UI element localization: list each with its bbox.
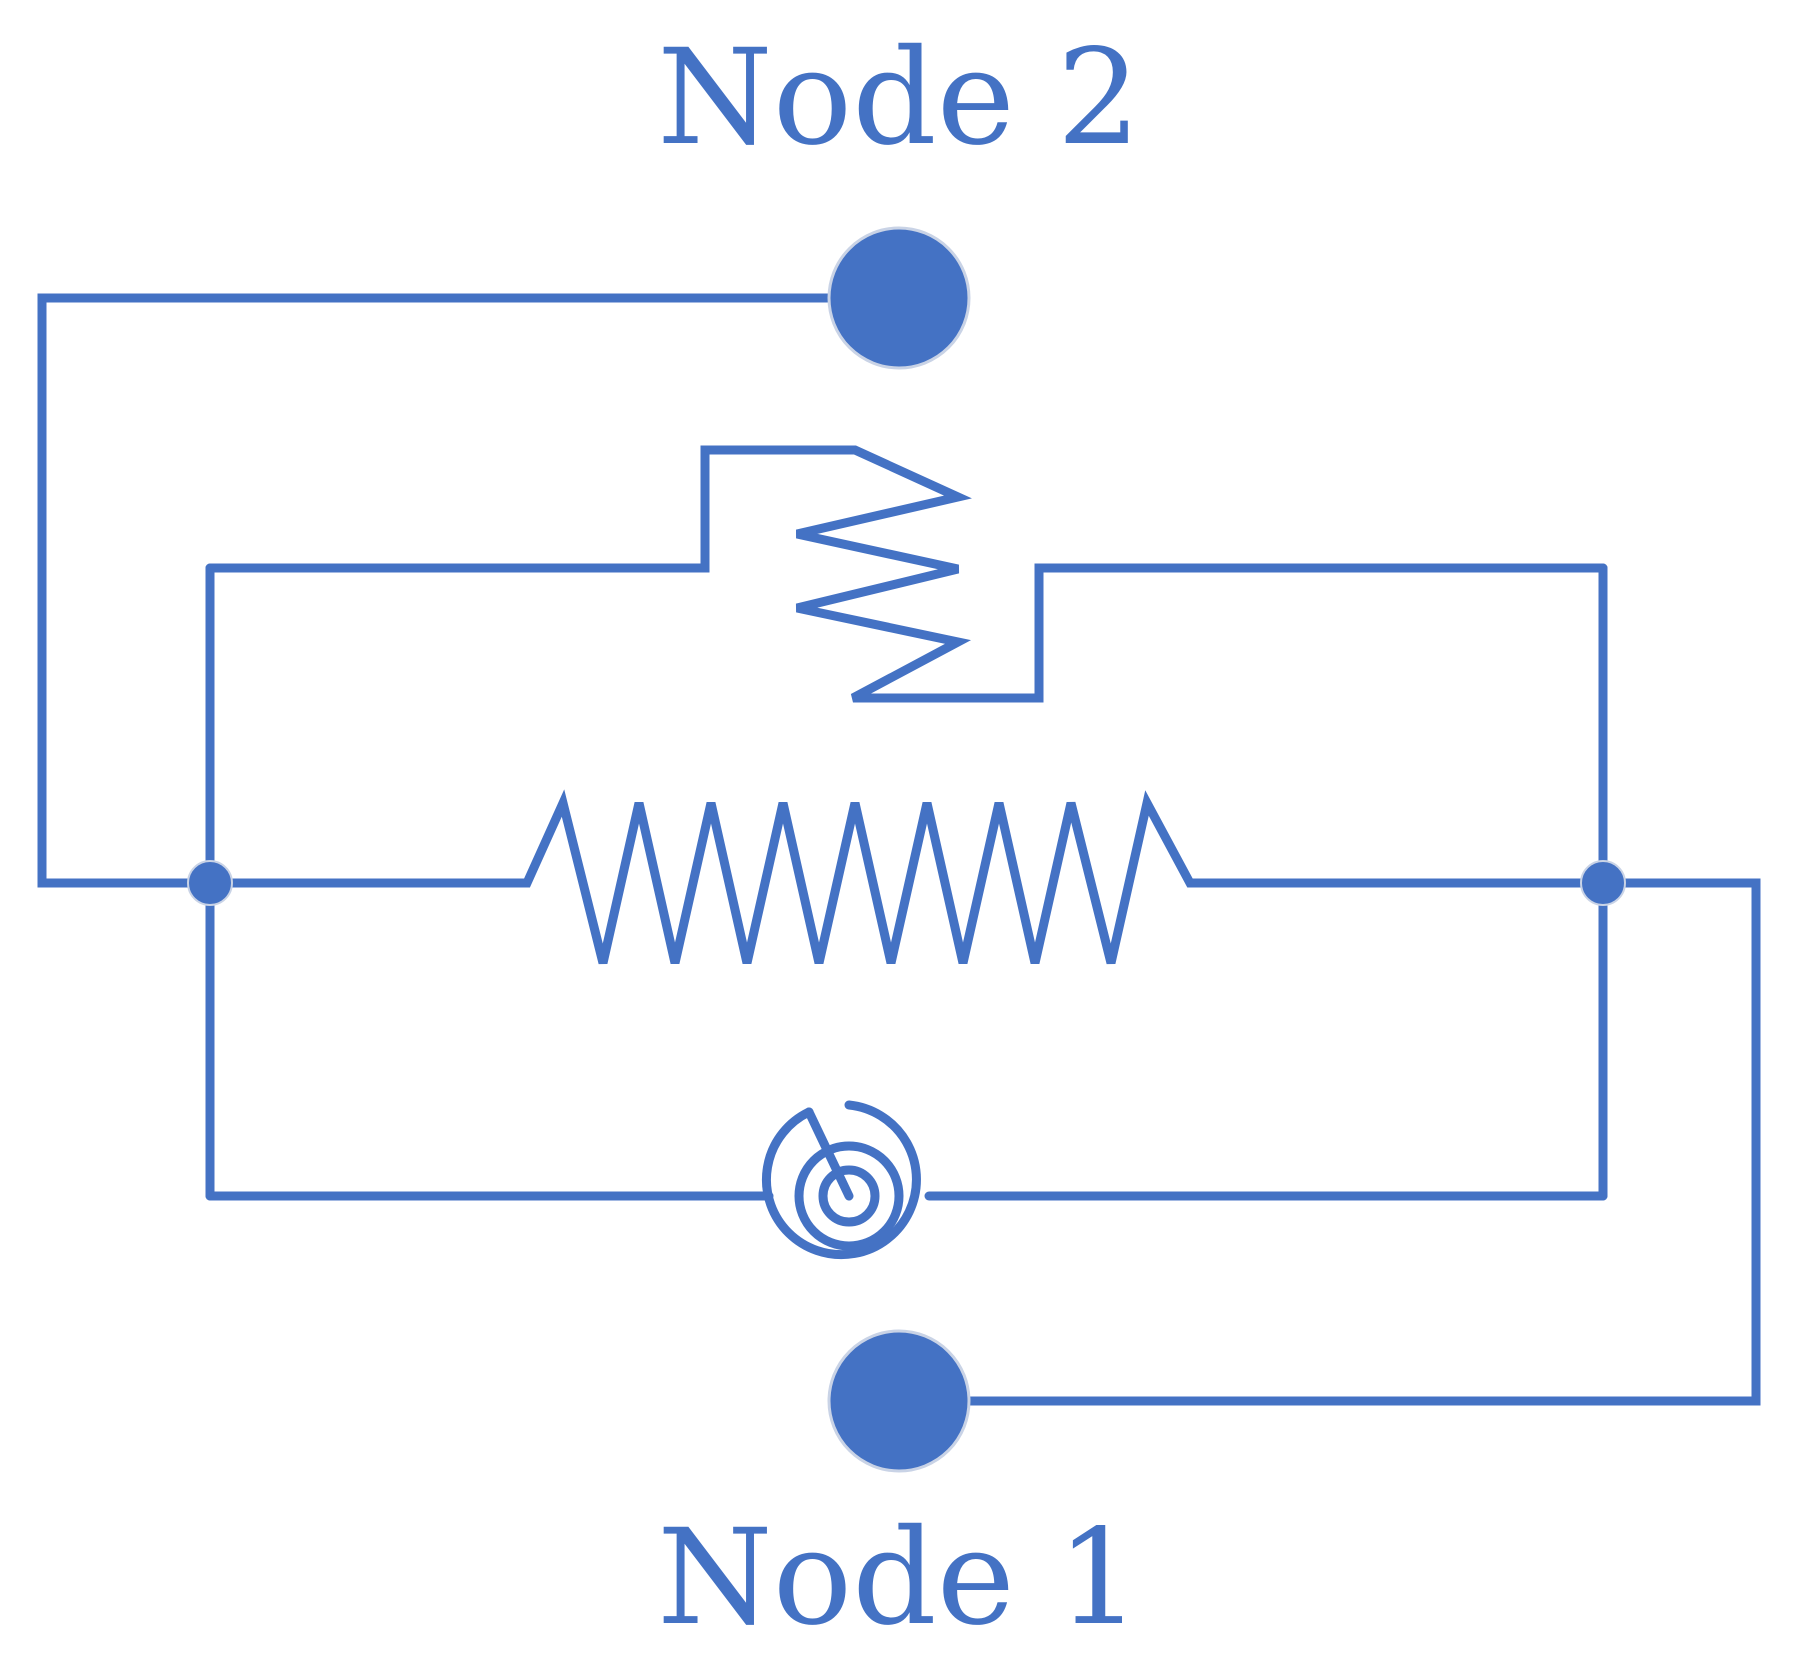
wire-right-junction-to-node1 — [895, 878, 1761, 1406]
wire-node2-to-left-junction — [37, 293, 839, 888]
small-zigzag-resistor — [205, 445, 1608, 703]
node-1-label: Node 1 — [657, 1501, 1141, 1655]
spiral-arm — [761, 1100, 921, 1260]
junction-left — [187, 860, 233, 906]
spiral-ring-inner — [818, 1165, 880, 1227]
node-1-terminal — [827, 1329, 971, 1473]
spiral-ring-middle — [794, 1141, 904, 1251]
node-2-label: Node 2 — [657, 21, 1141, 175]
large-zigzag-resistor — [205, 789, 1608, 965]
spiral-coil — [761, 1100, 921, 1260]
spiral-tail — [804, 1107, 854, 1201]
circuit-wires — [37, 293, 1761, 1406]
junction-right — [1580, 860, 1626, 906]
node-2-terminal — [827, 226, 971, 370]
